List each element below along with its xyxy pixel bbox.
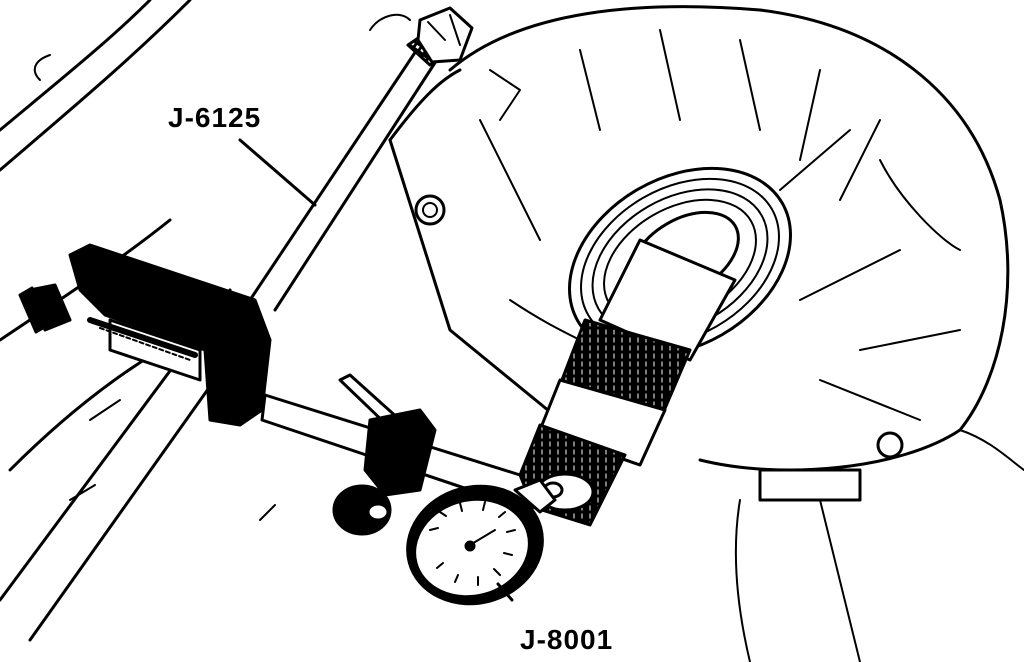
label-j8001: J-8001 <box>520 624 614 655</box>
label-j6125: J-6125 <box>168 102 262 133</box>
slide-hammer-rod <box>248 6 474 312</box>
indicator-arm <box>260 373 532 536</box>
dial-indicator <box>406 478 557 606</box>
transmission-case <box>369 5 1024 662</box>
output-shaft <box>508 238 737 527</box>
c-clamp <box>18 243 272 427</box>
leader-lines <box>238 138 514 602</box>
